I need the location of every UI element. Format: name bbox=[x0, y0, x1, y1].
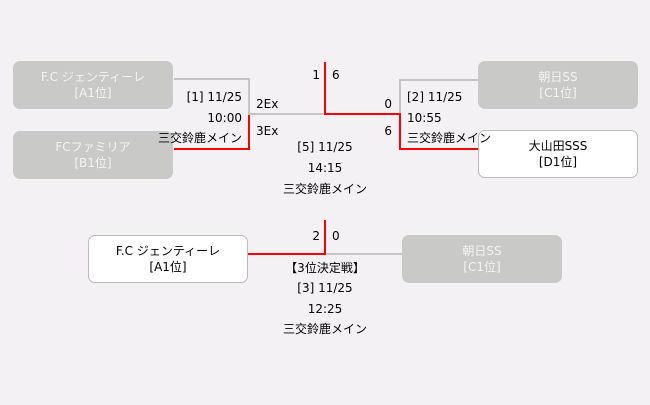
team-seed: [B1位] bbox=[74, 156, 112, 170]
bracket-line-winner bbox=[324, 62, 326, 115]
match-venue: 三交鈴鹿メイン bbox=[407, 131, 492, 145]
team-box[interactable]: F.C ジェンティーレ [A1位] bbox=[88, 235, 248, 283]
bracket-line bbox=[326, 253, 402, 255]
match-number[interactable]: [2] 11/25 bbox=[407, 90, 463, 104]
score: 0 bbox=[332, 229, 340, 243]
match-time: 10:55 bbox=[407, 111, 442, 125]
team-seed: [C1位] bbox=[539, 86, 577, 100]
bracket-line-winner bbox=[248, 115, 250, 150]
score: 1 bbox=[312, 68, 320, 82]
match-number[interactable]: [1] 11/25 bbox=[186, 90, 242, 104]
match-time: 12:25 bbox=[307, 302, 343, 316]
match-number[interactable]: [3] 11/25 bbox=[297, 281, 353, 295]
score: 0 bbox=[384, 97, 392, 111]
match-venue: 三交鈴鹿メイン bbox=[282, 322, 368, 336]
bracket-line bbox=[174, 78, 250, 80]
team-box[interactable]: 朝日SS [C1位] bbox=[478, 61, 638, 109]
match-number[interactable]: [5] 11/25 bbox=[297, 140, 353, 154]
bracket-line-winner bbox=[399, 148, 478, 150]
team-name: 大山田SSS bbox=[528, 139, 588, 153]
team-name: 朝日SS bbox=[462, 244, 502, 258]
team-box[interactable]: 朝日SS [C1位] bbox=[402, 235, 562, 283]
team-box[interactable]: FCファミリア [B1位] bbox=[13, 131, 173, 179]
team-name: FCファミリア bbox=[55, 140, 131, 154]
team-name: 朝日SS bbox=[538, 70, 578, 84]
team-name: F.C ジェンティーレ bbox=[40, 70, 146, 84]
team-seed: [A1位] bbox=[149, 260, 187, 274]
match-time: 10:00 bbox=[207, 111, 242, 125]
bracket-line-winner bbox=[324, 220, 326, 255]
match-time: 14:15 bbox=[307, 161, 343, 175]
score: 3Ex bbox=[256, 124, 279, 138]
team-seed: [A1位] bbox=[74, 86, 112, 100]
bracket-line bbox=[399, 79, 401, 114]
match-venue: 三交鈴鹿メイン bbox=[282, 182, 368, 196]
bracket-line bbox=[250, 113, 325, 115]
match-venue: 三交鈴鹿メイン bbox=[157, 131, 242, 145]
bracket-line-winner bbox=[174, 148, 250, 150]
score: 2 bbox=[312, 229, 320, 243]
bracket-line bbox=[399, 79, 478, 81]
match-title: 【3位決定戦】 bbox=[285, 261, 365, 275]
team-box[interactable]: 大山田SSS [D1位] bbox=[478, 130, 638, 178]
team-name: F.C ジェンティーレ bbox=[115, 244, 221, 258]
bracket-line-winner bbox=[325, 113, 401, 115]
score: 2Ex bbox=[256, 97, 279, 111]
team-seed: [D1位] bbox=[538, 155, 578, 169]
score: 6 bbox=[384, 124, 392, 138]
bracket-line-winner bbox=[399, 113, 401, 150]
bracket-line-winner bbox=[248, 253, 326, 255]
score: 6 bbox=[332, 68, 340, 82]
team-box[interactable]: F.C ジェンティーレ [A1位] bbox=[13, 61, 173, 109]
team-seed: [C1位] bbox=[463, 260, 501, 274]
bracket-line bbox=[248, 78, 250, 115]
